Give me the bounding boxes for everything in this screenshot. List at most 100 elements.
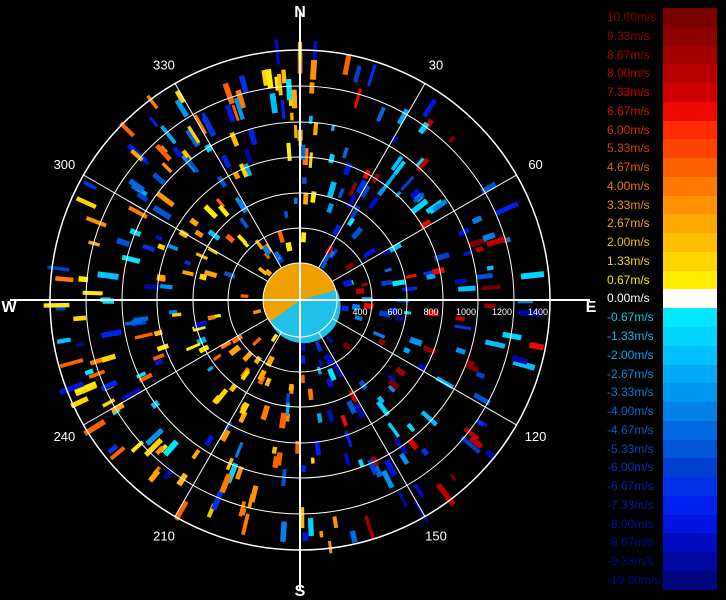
legend-entry: -6.00m/s <box>604 458 726 478</box>
velocity-gate <box>121 386 142 401</box>
velocity-gate <box>75 342 85 348</box>
velocity-gate <box>405 273 417 280</box>
legend-label: -1.33m/s <box>607 329 654 344</box>
velocity-gate <box>348 182 358 197</box>
legend-entry: 10.00m/s <box>604 8 726 27</box>
velocity-gate <box>156 191 175 208</box>
velocity-gate <box>364 515 376 541</box>
legend-entry: 0.00m/s <box>604 289 726 309</box>
velocity-gate <box>402 286 415 292</box>
velocity-gate <box>238 410 248 424</box>
legend-label: -8.67m/s <box>607 535 654 550</box>
legend-label: 0.00m/s <box>607 291 650 306</box>
velocity-gate <box>212 353 222 362</box>
velocity-gate <box>223 271 236 279</box>
velocity-gate <box>310 457 315 464</box>
velocity-gate <box>511 354 529 365</box>
azimuth-spoke <box>174 331 282 517</box>
velocity-gate <box>235 89 247 109</box>
velocity-gate <box>355 178 368 195</box>
velocity-gate <box>358 379 368 391</box>
velocity-gate <box>191 448 201 460</box>
velocity-gate <box>415 157 426 168</box>
velocity-gate <box>251 336 262 347</box>
velocity-gate <box>225 233 236 244</box>
velocity-gate <box>300 465 306 473</box>
legend-label: 8.00m/s <box>607 66 650 81</box>
velocity-gate <box>337 187 345 199</box>
velocity-gate <box>420 410 438 427</box>
velocity-gate <box>372 330 386 339</box>
azimuth-label: 240 <box>54 429 76 444</box>
velocity-gate <box>238 501 247 517</box>
velocity-gate <box>367 458 379 476</box>
velocity-gate <box>204 434 215 447</box>
legend-entry: -0.67m/s <box>604 308 726 328</box>
legend-swatch <box>663 570 717 590</box>
velocity-gate <box>376 106 386 123</box>
velocity-gate <box>212 394 222 405</box>
velocity-gate <box>316 412 323 423</box>
velocity-gate <box>217 204 230 218</box>
velocity-gate <box>174 500 189 521</box>
velocity-gate <box>328 153 335 164</box>
legend-entry: -4.67m/s <box>604 420 726 440</box>
velocity-gate <box>211 490 224 511</box>
legend-label: -4.00m/s <box>607 404 654 419</box>
velocity-gate <box>468 435 484 450</box>
legend-swatch <box>663 495 717 515</box>
azimuth-label: 60 <box>528 157 542 172</box>
legend-swatch <box>663 158 717 177</box>
azimuth-spoke <box>83 174 269 282</box>
legend-label: -10.00m/s <box>607 572 661 587</box>
velocity-gate <box>301 177 307 184</box>
legend-entry: -9.33m/s <box>604 552 726 571</box>
velocity-gate <box>332 224 342 236</box>
azimuth-spoke <box>331 318 517 426</box>
range-label: 600 <box>387 307 402 317</box>
velocity-gate <box>406 422 416 433</box>
velocity-gate <box>376 395 385 404</box>
velocity-gate <box>281 69 287 84</box>
velocity-gate <box>224 104 237 123</box>
velocity-gate <box>110 402 125 414</box>
velocity-gate <box>458 285 476 292</box>
velocity-gate <box>467 236 488 248</box>
velocity-gate <box>234 441 244 459</box>
legend-entry: 4.67m/s <box>604 158 726 177</box>
velocity-gate <box>300 374 305 384</box>
legend-entry: -5.33m/s <box>604 439 726 459</box>
velocity-gate <box>465 363 479 373</box>
legend-swatch <box>663 364 717 384</box>
velocity-gate <box>300 355 306 364</box>
velocity-gate <box>147 469 161 483</box>
velocity-gate <box>353 88 363 109</box>
legend-entry: 2.67m/s <box>604 214 726 234</box>
velocity-gate <box>219 473 232 494</box>
velocity-gate <box>327 540 333 554</box>
velocity-gate <box>162 439 179 457</box>
velocity-gate <box>222 82 235 105</box>
velocity-gate <box>302 532 309 542</box>
velocity-gate <box>288 383 294 392</box>
velocity-gate <box>309 59 318 80</box>
velocity-gate <box>384 459 398 477</box>
velocity-gate <box>417 363 427 372</box>
velocity-gate <box>239 217 249 229</box>
velocity-gate <box>119 121 136 138</box>
legend-label: -2.67m/s <box>607 366 654 381</box>
legend-label: -4.67m/s <box>607 422 654 437</box>
velocity-gate <box>454 324 472 331</box>
velocity-gate <box>475 246 484 253</box>
azimuth-spoke <box>318 83 426 269</box>
velocity-gate <box>518 309 541 317</box>
velocity-gate <box>476 273 493 280</box>
velocity-gate <box>162 467 174 480</box>
velocity-gate <box>432 267 446 275</box>
velocity-gate <box>231 334 244 344</box>
legend-swatch <box>663 477 717 496</box>
velocity-gate <box>154 358 164 366</box>
velocity-gate <box>100 379 118 392</box>
velocity-gate <box>314 341 323 352</box>
velocity-gate <box>353 65 362 83</box>
